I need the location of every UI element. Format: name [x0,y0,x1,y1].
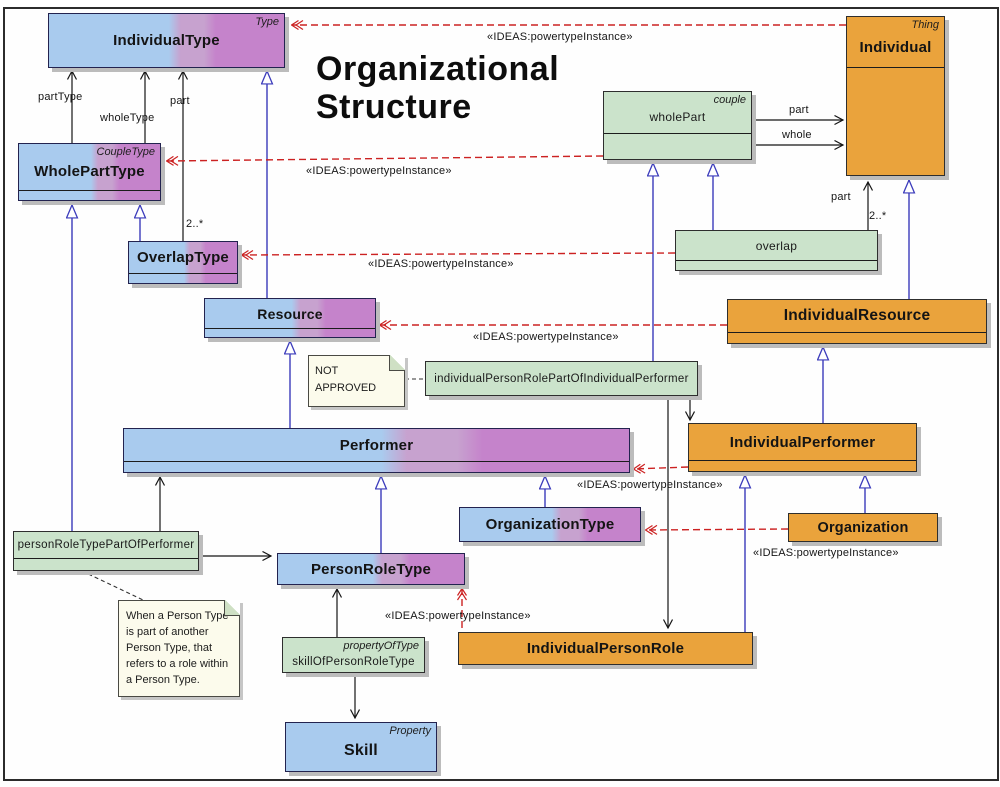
class-name: Performer [339,436,414,454]
class-overlaptype[interactable]: OverlapType [128,241,238,284]
class-individualtype[interactable]: Type IndividualType [48,13,285,68]
stereotype-couple: couple [713,94,746,106]
powertype-individualperformer-performer[interactable] [634,467,689,469]
class-name: IndividualType [113,32,220,49]
label-multiplicity-overlaptype: 2..* [186,218,204,230]
class-skillofpersonroletype[interactable]: propertyOfType skillOfPersonRoleType [282,637,425,673]
class-wholeparttype[interactable]: CoupleType WholePartType [18,143,161,201]
note-link-personrole [81,570,144,601]
label-multiplicity-overlap: 2..* [869,210,887,222]
class-overlap[interactable]: overlap [675,230,878,271]
attribute-compartment [676,260,877,270]
stereotype-coupletype: CoupleType [96,146,156,158]
attribute-compartment [604,133,751,159]
class-name: IndividualPersonRole [526,640,685,657]
label-parttype: partType [38,91,83,103]
note-text: NOT APPROVED [315,365,377,394]
class-name: Organization [817,519,909,536]
powertype-overlap-overlaptype[interactable] [242,253,676,255]
class-name: personRoleTypePartOfPerformer [17,539,195,551]
label-wholetype: wholeType [100,112,155,124]
class-organization[interactable]: Organization [788,513,938,542]
class-name: Individual [859,38,932,56]
note-text: When a Person Type is part of another Pe… [126,610,229,686]
stereotype-thing: Thing [911,19,939,31]
class-individualpersonrolepartofindividualperformer[interactable]: individualPersonRolePartOfIndividualPerf… [425,361,698,396]
diagram-frame [3,7,999,781]
class-name: individualPersonRolePartOfIndividualPerf… [434,372,689,385]
attribute-compartment [19,190,160,200]
class-name: overlap [755,238,798,253]
stereotype-propertyoftype: propertyOfType [343,640,419,652]
attribute-compartment [124,461,629,472]
class-resource[interactable]: Resource [204,298,376,338]
label-powertype-5: «IDEAS:powertypeInstance» [577,479,723,491]
label-powertype-3: «IDEAS:powertypeInstance» [368,258,514,270]
attribute-compartment [129,273,237,283]
class-name: wholePart [649,109,706,124]
class-individualpersonrole[interactable]: IndividualPersonRole [458,632,753,665]
label-powertype-1: «IDEAS:powertypeInstance» [487,31,633,43]
powertype-organization-organizationtype[interactable] [646,529,789,530]
stereotype-type: Type [255,16,279,28]
label-part-wholepart: part [789,104,809,116]
class-skill[interactable]: Property Skill [285,722,437,772]
label-whole-wholepart: whole [782,129,812,141]
class-name: IndividualResource [783,307,931,324]
stereotype-property: Property [389,725,431,737]
class-individualperformer[interactable]: IndividualPerformer [688,423,917,472]
class-personroletype[interactable]: PersonRoleType [277,553,465,585]
note-fold-icon [224,599,241,616]
class-name: skillOfPersonRoleType [292,656,415,668]
label-powertype-2: «IDEAS:powertypeInstance» [306,165,452,177]
attribute-compartment [14,558,198,570]
class-name: IndividualPerformer [729,433,876,451]
label-powertype-6: «IDEAS:powertypeInstance» [753,547,899,559]
note-person-role[interactable]: When a Person Type is part of another Pe… [118,599,241,697]
class-name: Skill [344,742,378,759]
class-name: WholePartType [34,163,145,180]
attribute-compartment [847,67,944,175]
note-fold-icon [389,354,406,371]
note-not-approved[interactable]: NOT APPROVED [308,354,406,407]
class-individualresource[interactable]: IndividualResource [727,299,987,344]
attribute-compartment [728,332,986,343]
class-personroletypepartofperformer[interactable]: personRoleTypePartOfPerformer [13,531,199,571]
diagram-title: Organizational Structure [316,50,560,127]
attribute-compartment [205,328,375,337]
powertype-wholepart-wholeparttype[interactable] [167,155,604,161]
class-performer[interactable]: Performer [123,428,630,473]
class-name: PersonRoleType [310,560,432,578]
class-name: Resource [257,305,323,322]
class-wholepart[interactable]: couple wholePart [603,91,752,160]
class-name: OverlapType [137,249,229,266]
label-powertype-4: «IDEAS:powertypeInstance» [473,331,619,343]
class-name: OrganizationType [485,516,615,533]
label-part-overlaptype: part [170,95,190,107]
attribute-compartment [689,460,916,471]
class-individual[interactable]: Thing Individual [846,16,945,176]
label-powertype-7: «IDEAS:powertypeInstance» [385,610,531,622]
label-part-overlap: part [831,191,851,203]
class-organizationtype[interactable]: OrganizationType [459,507,641,542]
